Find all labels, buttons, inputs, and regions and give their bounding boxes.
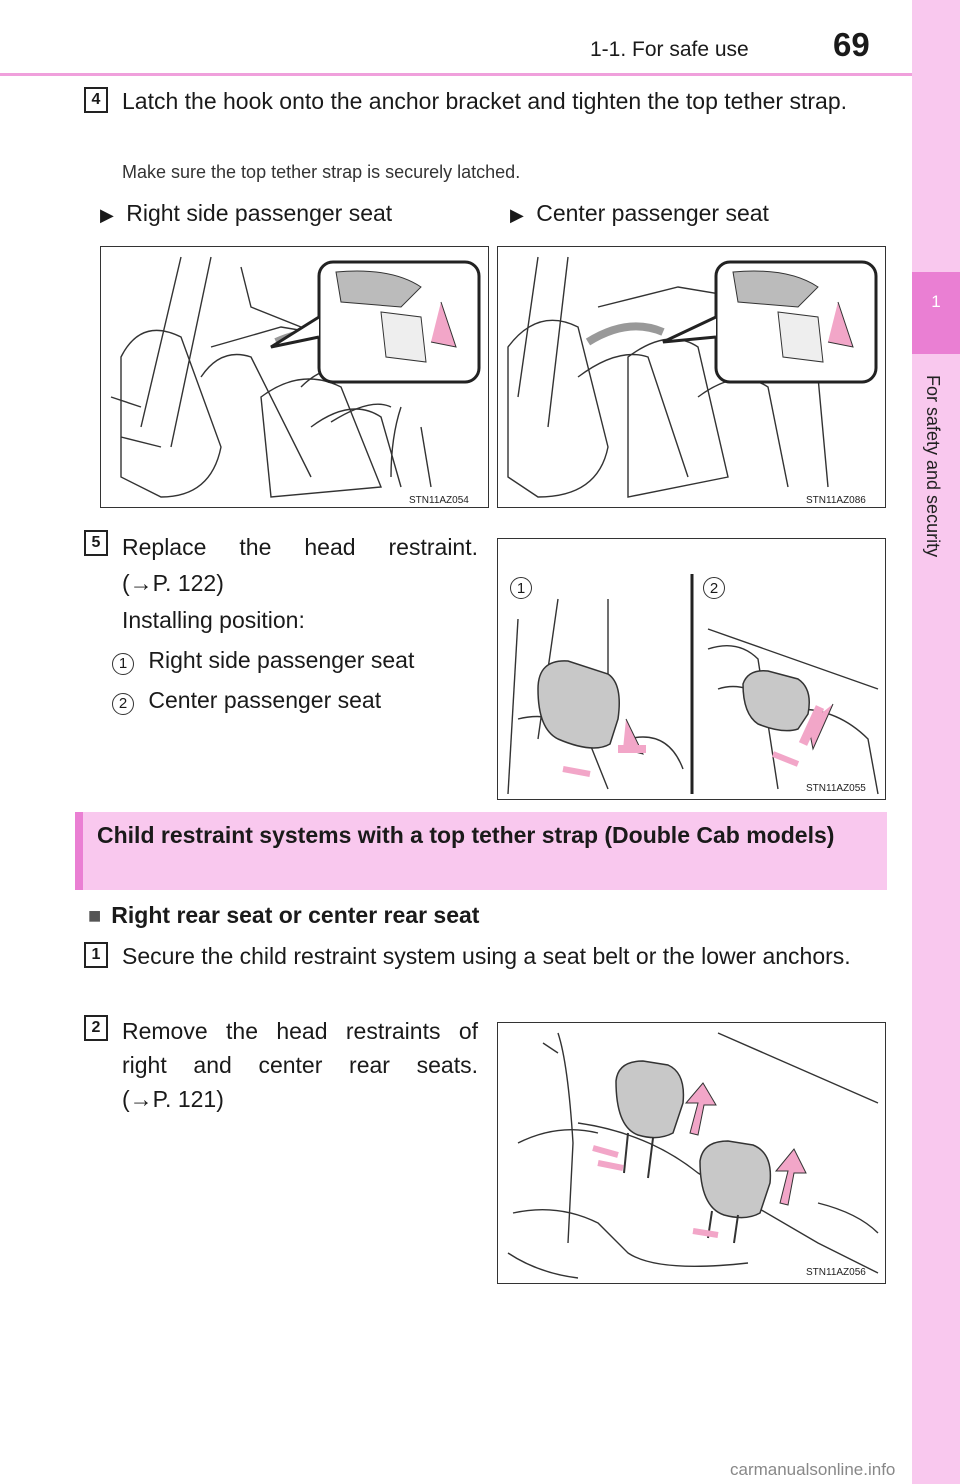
caption-right-side: ▶ Right side passenger seat [100, 200, 393, 226]
step-badge-1: 1 [84, 942, 108, 968]
circle-number-1: 1 [112, 653, 134, 675]
step-2-text-line2: right and center rear seats. [122, 1052, 478, 1078]
image-code: STN11AZ056 [806, 1267, 866, 1278]
page-number: 69 [833, 26, 870, 63]
seat-tether-illustration-center [507, 256, 878, 498]
step-badge-4: 4 [84, 87, 108, 113]
side-tab-label: For safety and security [923, 375, 943, 558]
install-item-1: 1 Right side passenger seat [112, 643, 414, 677]
illustration-right-side-seat: STN11AZ054 [100, 246, 489, 508]
step-2-ref: (→P. 121) [122, 1086, 224, 1112]
image-code: STN11AZ054 [409, 495, 469, 506]
side-tab-number[interactable]: 1 [912, 272, 960, 354]
square-bullet-icon: ■ [88, 902, 102, 928]
head-restraint-illustration [507, 574, 879, 795]
caption-center: ▶ Center passenger seat [510, 200, 769, 226]
illustration-center-seat: STN11AZ086 [497, 246, 886, 508]
step-badge-5: 5 [84, 530, 108, 556]
seat-tether-illustration [110, 256, 481, 498]
circle-number-2: 2 [112, 693, 134, 715]
triangle-bullet-icon: ▶ [100, 205, 114, 225]
step-badge-2: 2 [84, 1015, 108, 1041]
step-1-text: Secure the child restraint system using … [122, 943, 851, 969]
header-section: 1-1. For safe use [590, 38, 749, 61]
remove-head-restraint-illustration [507, 1032, 879, 1279]
image-circle-2: 2 [703, 577, 725, 599]
section-heading: Child restraint systems with a top tethe… [75, 812, 887, 890]
step-2-text-line1: Remove the head restraints of [122, 1018, 478, 1044]
watermark: carmanualsonline.info [730, 1460, 896, 1479]
step-4-note: Make sure the top tether strap is secure… [122, 162, 521, 182]
triangle-bullet-icon: ▶ [510, 205, 524, 225]
image-code: STN11AZ086 [806, 495, 866, 506]
step-5-text: Replace the head restraint. [122, 534, 478, 560]
install-item-2: 2 Center passenger seat [112, 683, 381, 717]
image-circle-1: 1 [510, 577, 532, 599]
image-code: STN11AZ055 [806, 783, 866, 794]
subhead: ■ Right rear seat or center rear seat [88, 902, 480, 928]
illustration-head-restraint: 1 2 STN11AZ055 [497, 538, 886, 800]
step-4-text: Latch the hook onto the anchor bracket a… [122, 88, 847, 114]
installing-position-label: Installing position: [122, 607, 305, 633]
step-5-ref: (→P. 122) [122, 570, 224, 596]
header-divider [0, 73, 912, 76]
side-tab [912, 0, 960, 1484]
illustration-remove-head-restraints: STN11AZ056 [497, 1022, 886, 1284]
